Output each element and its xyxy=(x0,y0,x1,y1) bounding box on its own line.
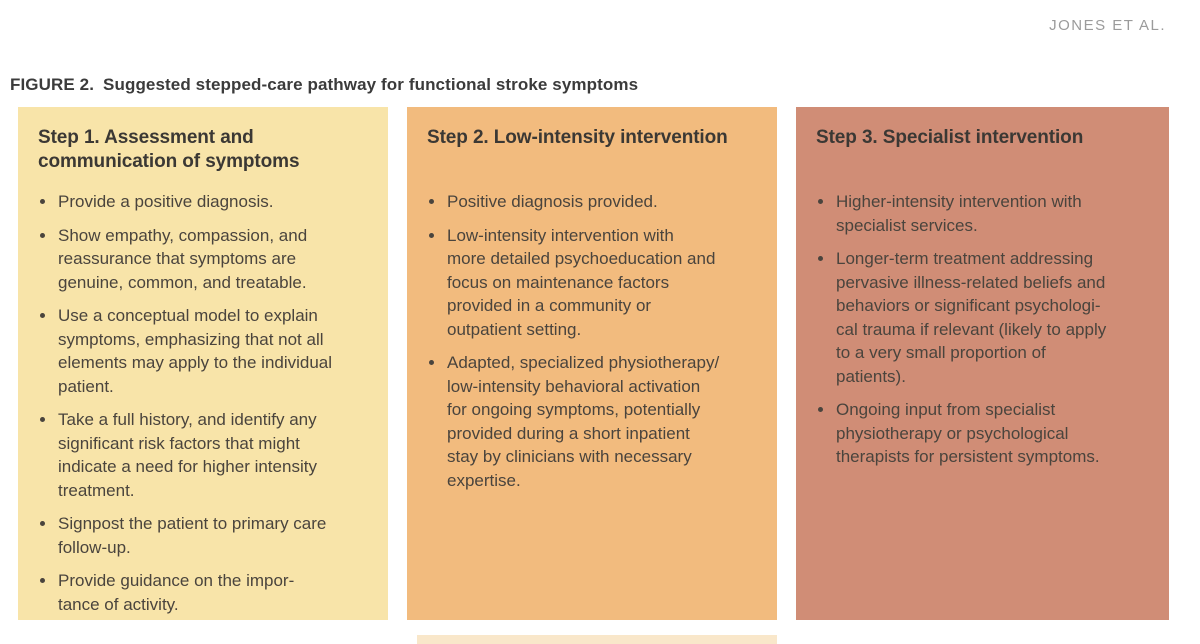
bullet-dot-icon xyxy=(429,232,434,238)
bullet-item: Adapted, specialized physiotherapy/ low-… xyxy=(427,351,765,492)
step1-title: Step 1. Assessment and communication of … xyxy=(38,127,300,172)
bullet-item: Take a full history, and identify any si… xyxy=(38,408,376,502)
bullet-text: Ongoing input from specialist physiother… xyxy=(836,400,1100,466)
figure-caption: FIGURE 2. Suggested stepped-care pathway … xyxy=(10,75,638,95)
step3-bullet-list: Higher-intensity intervention with speci… xyxy=(816,190,1157,469)
bullet-dot-icon xyxy=(40,521,45,526)
step1-panel: Step 1. Assessment and communication of … xyxy=(18,107,388,620)
bullet-text: Adapted, specialized physiotherapy/ low-… xyxy=(447,353,720,490)
bullet-text: Show empathy, compassion, and reassuranc… xyxy=(58,225,308,292)
running-head: JONES ET AL. xyxy=(1049,17,1166,34)
bullet-dot-icon xyxy=(40,417,45,422)
bullet-item: Use a conceptual model to explain sympto… xyxy=(38,304,376,398)
bullet-text: Longer-term treatment addressing pervasi… xyxy=(836,249,1107,386)
bullet-dot-icon xyxy=(429,199,434,204)
bullet-item: Provide guidance on the impor- tance of … xyxy=(38,569,376,616)
bullet-item: Show empathy, compassion, and reassuranc… xyxy=(38,224,376,295)
bullet-dot-icon xyxy=(40,232,45,238)
bullet-text: Positive diagnosis provided. xyxy=(447,192,658,211)
bullet-item: Longer-term treatment addressing pervasi… xyxy=(816,247,1157,388)
step3-title: Step 3. Specialist intervention xyxy=(816,127,1084,148)
step1-bullet-list: Provide a positive diagnosis. Show empath… xyxy=(38,190,376,616)
bullet-text: Low-intensity intervention with more det… xyxy=(447,225,716,339)
bullet-dot-icon xyxy=(818,407,823,412)
cropped-next-box xyxy=(417,635,777,644)
bullet-text: Use a conceptual model to explain sympto… xyxy=(58,306,333,396)
bullet-text: Higher-intensity intervention with speci… xyxy=(836,192,1082,235)
bullet-text: Provide guidance on the impor- tance of … xyxy=(58,571,295,614)
bullet-item: Provide a positive diagnosis. xyxy=(38,190,376,214)
bullet-dot-icon xyxy=(818,199,823,204)
bullet-item: Positive diagnosis provided. xyxy=(427,190,765,214)
step3-panel: Step 3. Specialist intervention Higher-i… xyxy=(796,107,1169,620)
step2-title: Step 2. Low-intensity intervention xyxy=(427,127,728,148)
bullet-dot-icon xyxy=(40,313,45,318)
bullet-item: Signpost the patient to primary care fol… xyxy=(38,512,376,559)
stepped-care-columns: Step 1. Assessment and communication of … xyxy=(18,107,1169,620)
figure-title: Suggested stepped-care pathway for funct… xyxy=(103,75,639,94)
bullet-item: Low-intensity intervention with more det… xyxy=(427,224,765,342)
bullet-item: Ongoing input from specialist physiother… xyxy=(816,398,1157,469)
figure-label: FIGURE 2. xyxy=(10,75,95,94)
step2-panel: Step 2. Low-intensity intervention Posit… xyxy=(407,107,777,620)
step2-bullet-list: Positive diagnosis provided. Low-intensit… xyxy=(427,190,765,492)
bullet-dot-icon xyxy=(40,199,45,204)
bullet-dot-icon xyxy=(429,360,434,365)
bullet-item: Higher-intensity intervention with speci… xyxy=(816,190,1157,237)
bullet-text: Take a full history, and identify any si… xyxy=(58,410,317,500)
bullet-dot-icon xyxy=(818,256,823,261)
bullet-dot-icon xyxy=(40,578,45,583)
bullet-text: Signpost the patient to primary care fol… xyxy=(58,514,327,557)
bullet-text: Provide a positive diagnosis. xyxy=(58,192,274,211)
